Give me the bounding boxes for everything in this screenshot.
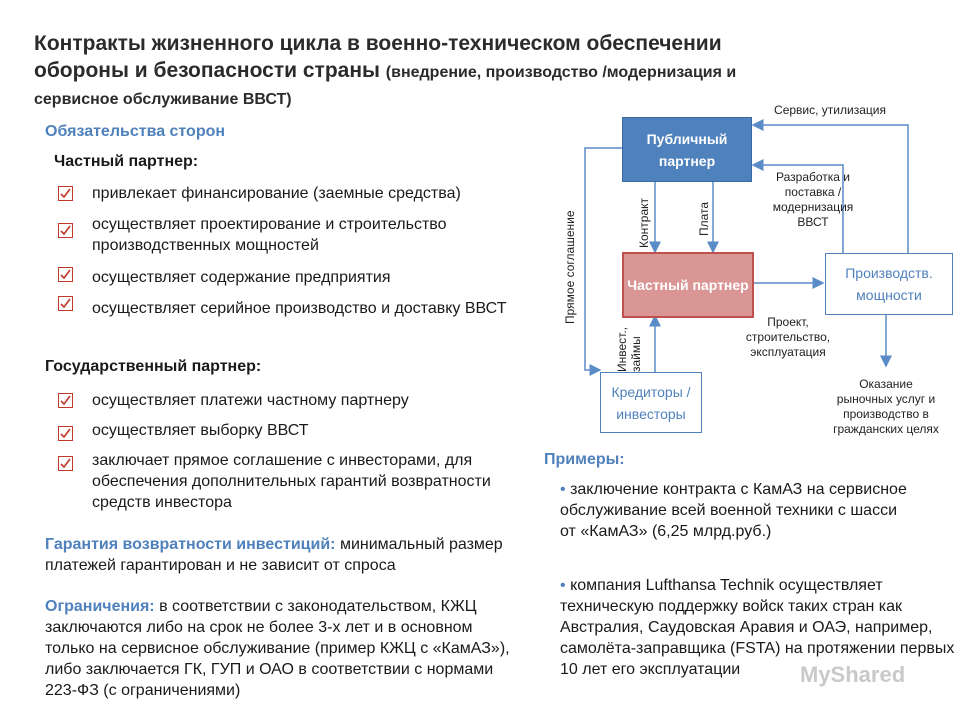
private-partner-label: Частный партнер bbox=[627, 277, 749, 293]
state-item: осуществляет платежи частному партнеру bbox=[92, 392, 409, 409]
title-line-3: сервисное обслуживание ВВСТ) bbox=[34, 91, 292, 108]
label-market: Оказание рыночных услуг и производство в… bbox=[833, 377, 939, 436]
state-item: заключает прямое соглашение с инвесторам… bbox=[92, 452, 491, 511]
arrow-service bbox=[751, 119, 909, 253]
obligations-heading: Обязательства сторон bbox=[45, 123, 226, 140]
examples-heading: Примеры: bbox=[544, 451, 625, 468]
example-text: компания Lufthansa Technik осуществляет … bbox=[560, 577, 955, 678]
checkbox-icon bbox=[58, 186, 73, 201]
creditors-box: Кредиторы / инвесторы bbox=[600, 372, 702, 433]
bullet-icon: • bbox=[560, 481, 566, 498]
guarantee-text: минимальный размер платежей гарантирован… bbox=[45, 536, 503, 574]
limits-text: в соответствии с законодательством, КЖЦ … bbox=[45, 598, 510, 699]
bullet-icon: • bbox=[560, 577, 566, 594]
label-payment: Плата bbox=[697, 201, 711, 236]
checkbox-icon bbox=[58, 223, 73, 238]
label-direct-agreement: Прямое соглашение bbox=[563, 210, 577, 325]
limits-heading: Ограничения: bbox=[45, 598, 155, 615]
label-project: Проект, строительство, эксплуатация bbox=[745, 315, 831, 359]
checkbox-icon bbox=[58, 393, 73, 408]
capacities-box: Производств. мощности bbox=[825, 253, 953, 315]
label-invest: Инвест., займы bbox=[615, 327, 643, 372]
private-partner-heading: Частный партнер: bbox=[54, 153, 199, 170]
limits-block: Ограничения: в соответствии с законодате… bbox=[45, 596, 515, 701]
example-item: • заключение контракта с КамАЗ на сервис… bbox=[560, 479, 915, 542]
arrow-direct-agreement bbox=[584, 147, 622, 376]
public-partner-box: Публичный партнер bbox=[622, 117, 752, 182]
arrow-development bbox=[751, 159, 844, 253]
checkbox-icon bbox=[58, 426, 73, 441]
title-line-1: Контракты жизненного цикла в военно-техн… bbox=[34, 32, 722, 55]
label-development: Разработка и поставка / модернизация ВВС… bbox=[772, 170, 854, 229]
guarantee-heading: Гарантия возвратности инвестиций: bbox=[45, 536, 336, 553]
example-item: • компания Lufthansa Technik осуществляе… bbox=[560, 575, 955, 680]
private-item: осуществляет содержание предприятия bbox=[92, 269, 391, 286]
state-item: осуществляет выборку ВВСТ bbox=[92, 422, 309, 439]
title-line-2: обороны и безопасности страны bbox=[34, 59, 380, 82]
private-partner-box: Частный партнер bbox=[622, 252, 754, 318]
private-item: осуществляет серийное производство и дос… bbox=[92, 300, 507, 317]
title-line-2-wrap: обороны и безопасности страны (внедрение… bbox=[34, 57, 894, 86]
public-partner-label: Публичный партнер bbox=[646, 130, 728, 169]
page-title: Контракты жизненного цикла в военно-техн… bbox=[34, 30, 894, 113]
capacities-label: Производств. мощности bbox=[845, 265, 933, 303]
checkbox-icon bbox=[58, 456, 73, 471]
guarantee-block: Гарантия возвратности инвестиций: минима… bbox=[45, 534, 535, 576]
label-service: Сервис, утилизация bbox=[774, 103, 886, 117]
label-contract: Контракт bbox=[637, 197, 651, 248]
example-text: заключение контракта с КамАЗ на сервисно… bbox=[560, 481, 907, 540]
checkbox-icon bbox=[58, 296, 73, 311]
checkbox-icon bbox=[58, 267, 73, 282]
title-line-2-sub: (внедрение, производство /модернизация и bbox=[385, 64, 737, 81]
state-partner-heading: Государственный партнер: bbox=[45, 358, 262, 375]
creditors-label: Кредиторы / инвесторы bbox=[611, 383, 691, 422]
private-item: привлекает финансирование (заемные средс… bbox=[92, 185, 461, 202]
private-item: осуществляет проектирование и строительс… bbox=[92, 216, 447, 254]
watermark-logo: MyShared bbox=[800, 662, 906, 687]
